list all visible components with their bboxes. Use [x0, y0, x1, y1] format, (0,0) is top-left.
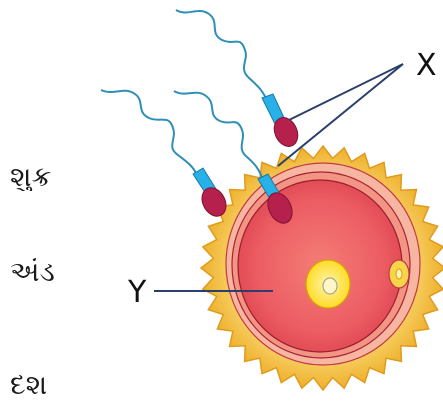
sperm-top-tail: [176, 10, 267, 100]
polar-body-core: [396, 269, 402, 279]
label-y: Y: [127, 275, 147, 310]
nucleolus: [323, 278, 337, 294]
sperm-top: [176, 10, 302, 150]
sperm-middle-tail: [174, 91, 263, 181]
sperm-left-tail: [101, 90, 197, 175]
label-x: X: [416, 48, 437, 83]
